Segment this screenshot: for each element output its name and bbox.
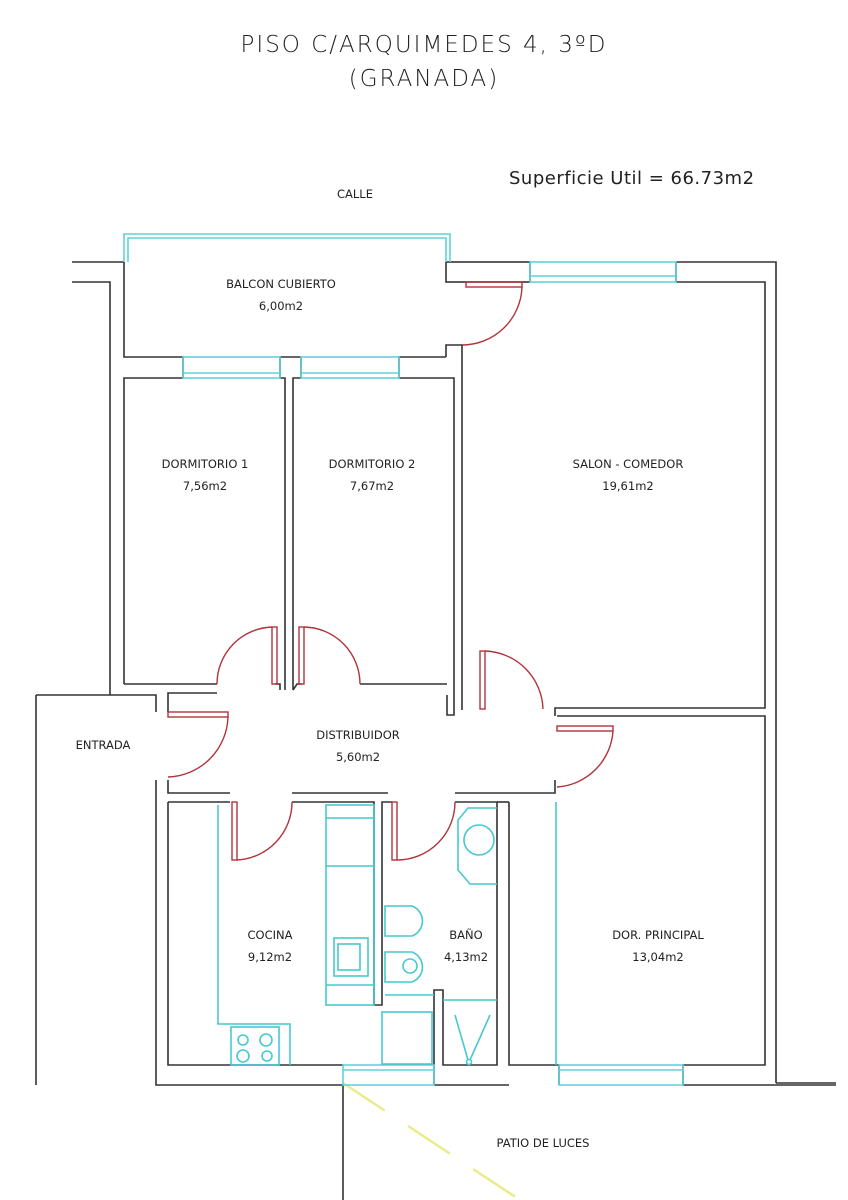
room-name: BALCON CUBIERTO <box>226 277 336 291</box>
doors <box>167 281 614 861</box>
room-name: DISTRIBUIDOR <box>316 728 400 742</box>
room-name: DOR. PRINCIPAL <box>612 928 704 942</box>
windows <box>123 233 684 1086</box>
plan-subtitle: (GRANADA) <box>348 66 500 92</box>
washer-icon <box>381 1011 433 1065</box>
room-area: 7,67m2 <box>349 479 395 493</box>
cooktop-icon <box>230 1026 280 1066</box>
room-area: 13,04m2 <box>632 950 684 964</box>
room-name: DORMITORIO 1 <box>161 457 249 471</box>
courtyard-label: PATIO DE LUCES <box>496 1136 590 1150</box>
room-bedroom-2: DORMITORIO 2 7,67m2 <box>329 453 416 497</box>
kitchen-sink-icon <box>333 937 369 977</box>
bidet-icon <box>384 905 424 937</box>
room-area: 5,60m2 <box>335 750 381 764</box>
room-area: 7,56m2 <box>182 479 228 493</box>
shower-icon <box>454 1014 469 1061</box>
room-name: BAÑO <box>449 928 483 942</box>
room-kitchen: COCINA 9,12m2 <box>248 924 293 968</box>
room-area: 6,00m2 <box>258 299 304 313</box>
room-master-bedroom: DOR. PRINCIPAL 13,04m2 <box>612 924 704 968</box>
room-bedroom-1: DORMITORIO 1 7,56m2 <box>162 453 249 497</box>
sunlight-line <box>342 1081 521 1200</box>
washbasin-icon <box>457 807 497 885</box>
room-area: 4,13m2 <box>443 950 489 964</box>
room-bathroom: BAÑO 4,13m2 <box>444 924 488 968</box>
kitchen-counter <box>217 805 291 1065</box>
room-name: COCINA <box>247 928 293 942</box>
room-area: 19,61m2 <box>602 479 654 493</box>
fixtures <box>217 802 557 1066</box>
plan-title: PISO C/ARQUIMEDES 4, 3ºD <box>240 32 608 58</box>
total-usable-area: Superficie Util = 66.73m2 <box>509 168 755 189</box>
room-name: SALON - COMEDOR <box>572 457 684 471</box>
street-label: CALLE <box>337 187 373 201</box>
room-area: 9,12m2 <box>247 950 293 964</box>
toilet-icon <box>384 951 424 983</box>
room-name: DORMITORIO 2 <box>328 457 416 471</box>
room-hallway: DISTRIBUIDOR 5,60m2 <box>316 724 400 768</box>
walls <box>35 261 836 1200</box>
room-balcony: BALCON CUBIERTO 6,00m2 <box>226 273 336 317</box>
entrance-label: ENTRADA <box>75 738 131 752</box>
room-living-dining: SALON - COMEDOR 19,61m2 <box>573 453 684 497</box>
